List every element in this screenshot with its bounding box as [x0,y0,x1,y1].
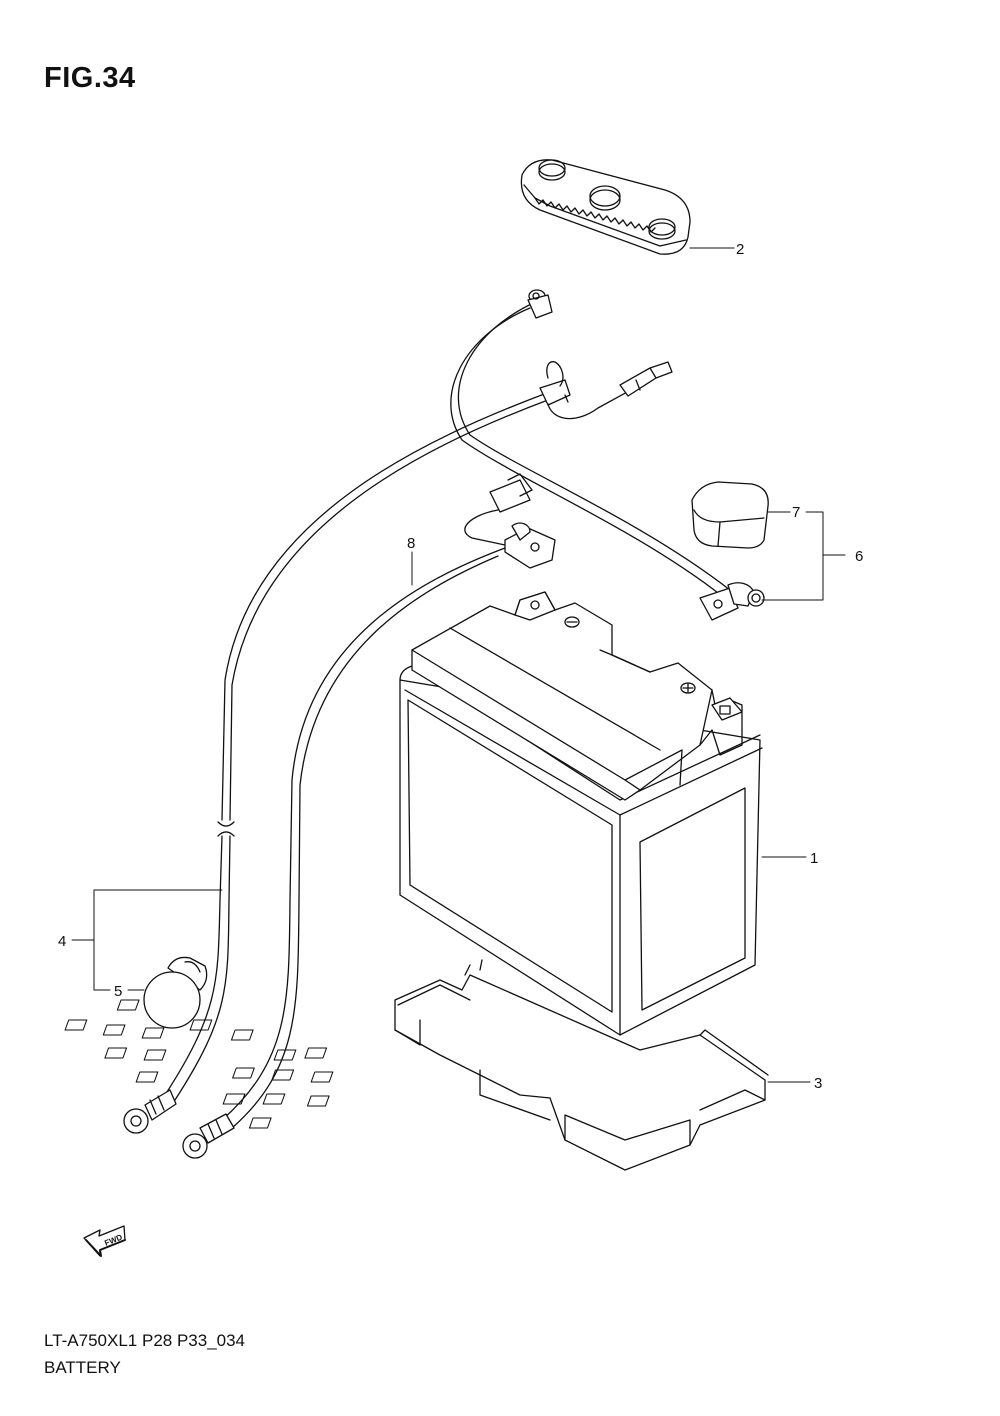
battery-cover-part [520,159,691,255]
figure-code: LT-A750XL1 P28 P33_034 [44,1331,246,1350]
leader-lines [71,247,846,1083]
figure-title: FIG.34 [44,62,136,94]
cap-part [143,956,208,1029]
sub-lead-part [182,473,556,1159]
callout-5: 5 [114,983,122,1000]
negative-lead-part [123,361,673,1134]
callout-6: 6 [855,548,863,565]
callout-2: 2 [736,241,744,258]
figure-name: BATTERY [44,1358,121,1377]
battery-tray-part [64,959,769,1171]
callout-7: 7 [792,504,800,521]
positive-lead-part [450,289,765,621]
callout-1: 1 [810,850,818,867]
callout-3: 3 [814,1075,822,1092]
callout-8: 8 [407,535,415,552]
battery-part [399,591,763,1036]
callout-4: 4 [58,933,66,950]
fwd-arrow-icon [83,1225,126,1257]
terminal-cover-part [691,481,769,549]
